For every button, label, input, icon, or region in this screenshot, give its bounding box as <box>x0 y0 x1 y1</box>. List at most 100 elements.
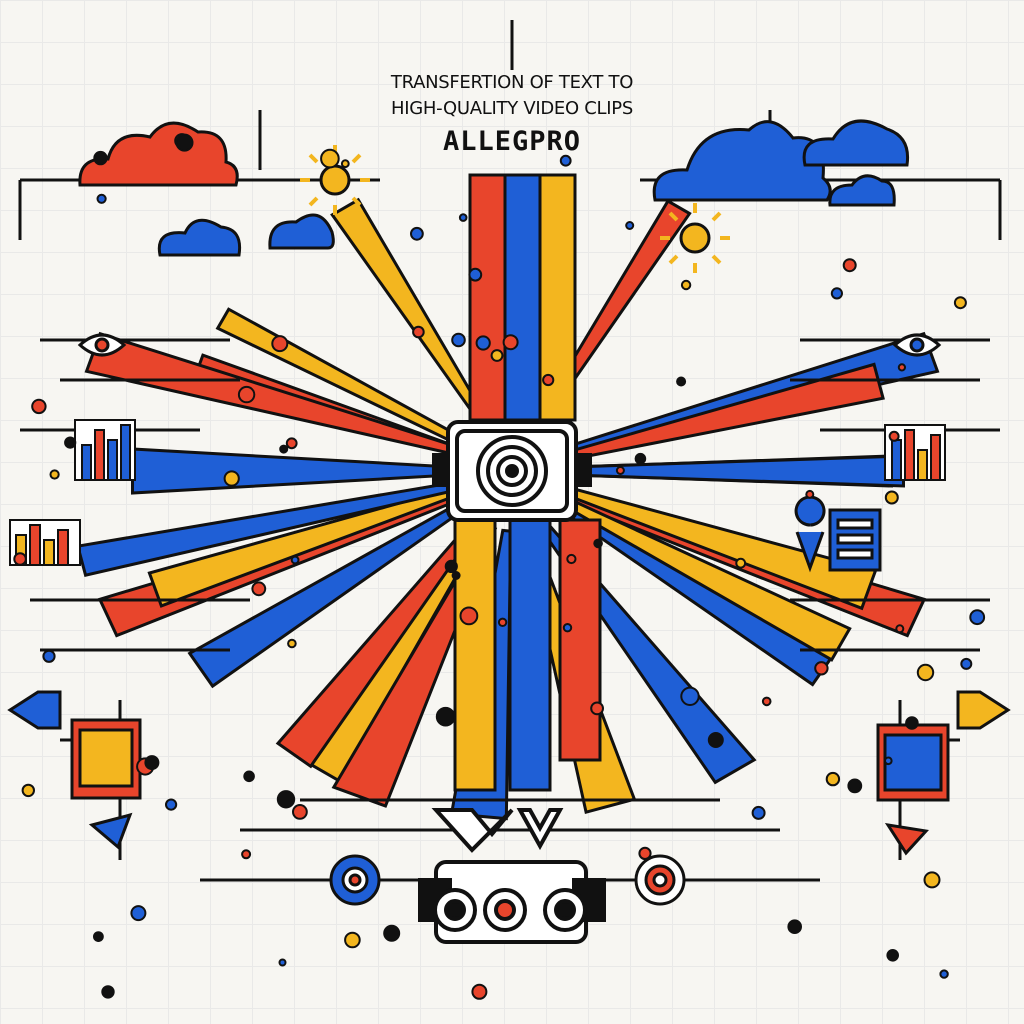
headline: TRANSFERTION OF TEXT TO HIGH-QUALITY VID… <box>362 70 662 157</box>
decorative-dot <box>897 363 907 372</box>
decorative-dot <box>344 931 361 949</box>
decorative-dot <box>285 437 298 450</box>
decorative-dot <box>340 159 350 169</box>
decorative-dot <box>165 798 178 811</box>
decorative-dot <box>490 349 504 362</box>
decorative-dot <box>471 983 488 1000</box>
decorative-dot <box>93 150 108 166</box>
decorative-dot <box>960 657 973 670</box>
decorative-dot <box>64 436 77 449</box>
decorative-dot <box>320 148 340 169</box>
decorative-dot <box>905 716 919 730</box>
decorative-dot <box>451 571 461 580</box>
decorative-dot <box>243 770 255 783</box>
decorative-dot <box>21 783 35 798</box>
decorative-dot <box>292 804 308 820</box>
decorative-dot <box>542 373 555 387</box>
decorative-dot <box>42 649 56 663</box>
film-strip-icon <box>828 508 882 572</box>
decorative-dot <box>435 706 456 727</box>
decorative-dot <box>923 871 941 889</box>
brand-name: ALLEGPRO <box>442 126 582 157</box>
decorative-dot <box>884 490 899 505</box>
decorative-dot <box>223 470 240 487</box>
decorative-dot <box>410 226 424 241</box>
decorative-dot <box>497 617 508 627</box>
decorative-dot <box>969 609 986 626</box>
decorative-dot <box>847 778 863 794</box>
decorative-dot <box>559 154 572 167</box>
decorative-dot <box>884 756 893 766</box>
decorative-dot <box>444 559 458 574</box>
decorative-dot <box>814 661 829 676</box>
decorative-dot <box>761 696 772 707</box>
decorative-dot <box>101 985 115 999</box>
decorative-dot <box>175 133 194 152</box>
color-beam <box>468 173 507 422</box>
decorative-dot <box>278 958 287 967</box>
decorative-dot <box>468 267 483 282</box>
decorative-dot <box>562 623 573 633</box>
decorative-dot <box>287 638 297 649</box>
decorative-dot <box>566 553 577 565</box>
camera-lens-icon <box>432 420 592 522</box>
decorative-dot <box>271 335 289 353</box>
decorative-dot <box>916 663 935 682</box>
decorative-dot <box>842 258 857 273</box>
lens-icon <box>329 854 686 906</box>
decorative-dot <box>237 385 256 404</box>
decorative-dot <box>830 287 844 300</box>
film-strip-icon <box>70 718 142 800</box>
cloud-icon <box>268 213 335 250</box>
decorative-dot <box>751 805 766 820</box>
decorative-dot <box>241 849 252 860</box>
cloud-icon <box>157 218 242 257</box>
eye-icon <box>77 333 127 357</box>
decorative-dot <box>458 213 468 222</box>
sun-icon <box>660 203 730 273</box>
color-beam <box>508 518 552 792</box>
decorative-dot <box>96 193 107 204</box>
camera-rig-icon <box>418 860 606 944</box>
decorative-dot <box>251 581 267 597</box>
color-beam <box>503 173 542 422</box>
decorative-dot <box>680 686 700 706</box>
cloud-icon <box>802 119 910 207</box>
decorative-dot <box>888 430 900 442</box>
bar-chart-icon <box>884 424 946 481</box>
decorative-dot <box>279 444 289 454</box>
decorative-dot <box>625 221 635 230</box>
decorative-dot <box>502 334 519 351</box>
color-beam <box>453 518 497 792</box>
decorative-dot <box>451 332 466 348</box>
decorative-dot <box>638 846 652 861</box>
decorative-dot <box>13 552 27 566</box>
decorative-dot <box>939 969 949 979</box>
decorative-dot <box>276 790 296 809</box>
decorative-dot <box>93 931 104 942</box>
decorative-dot <box>680 279 692 291</box>
eye-icon <box>892 333 942 357</box>
color-beam <box>538 173 577 422</box>
decorative-dot <box>895 624 905 634</box>
decorative-dot <box>676 376 687 387</box>
sun-icon <box>300 145 370 215</box>
decorative-dot <box>787 919 803 935</box>
decorative-dot <box>459 606 479 626</box>
v-emblem <box>431 808 564 853</box>
cloud-icon <box>652 120 832 202</box>
decorative-dots <box>13 133 986 1000</box>
color-beam <box>131 447 454 495</box>
decorative-dot <box>475 335 491 351</box>
color-beam <box>558 518 602 762</box>
decorative-dot <box>615 466 625 475</box>
decorative-dot <box>130 905 147 922</box>
decorative-dot <box>290 555 300 565</box>
decorative-dot <box>886 949 900 962</box>
play-arrow-icon <box>7 690 1011 856</box>
decorative-dot <box>144 755 160 771</box>
bar-chart-icon <box>74 419 136 481</box>
decorative-dot <box>825 771 841 787</box>
decorative-dot <box>735 557 747 569</box>
